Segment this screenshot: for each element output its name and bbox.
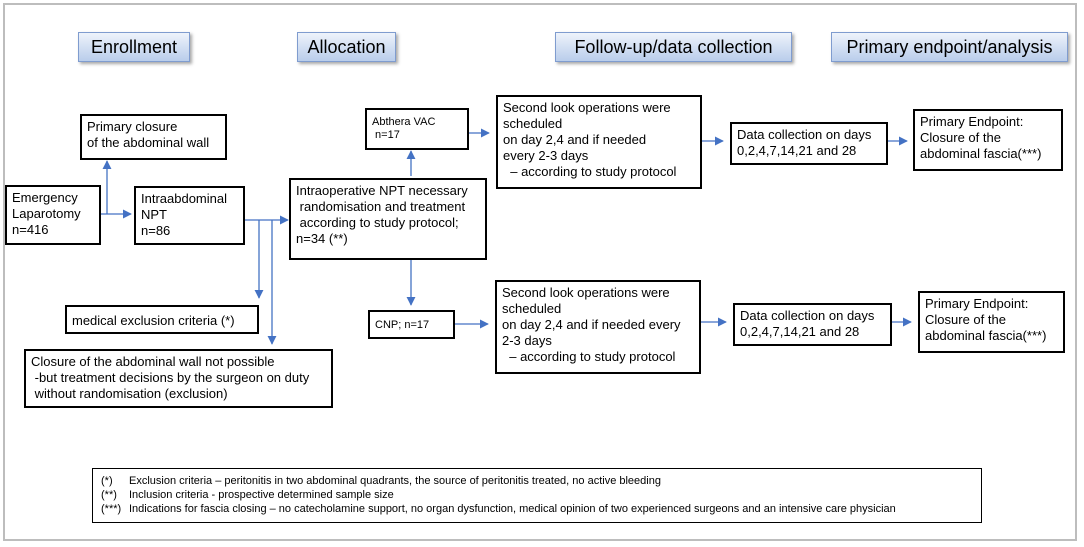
box-line: – according to study protocol [502, 349, 676, 364]
box-line: scheduled [502, 301, 562, 316]
box-line: Intraoperative NPT necessary [296, 183, 468, 198]
box-line: Closure of the abdominal wall not possib… [31, 354, 275, 369]
footnote-text: Exclusion criteria – peritonitis in two … [129, 475, 661, 487]
box-line: 0,2,4,7,14,21 and 28 [740, 324, 860, 339]
box-closure-not-possible: Closure of the abdominal wall not possib… [24, 349, 333, 408]
footnote-marker: (*) [101, 475, 113, 487]
box-line: without randomisation (exclusion) [31, 386, 228, 401]
box-line: medical exclusion criteria (*) [72, 313, 235, 328]
box-line: Emergency [12, 190, 78, 205]
footnote-row-1: (*) Exclusion criteria – peritonitis in t… [101, 474, 973, 488]
diagram-frame [3, 3, 1077, 541]
header-enrollment: Enrollment [78, 32, 190, 62]
box-line: Closure of the [920, 130, 1001, 145]
box-medical-exclusion: medical exclusion criteria (*) [65, 305, 259, 334]
box-line: n=34 (**) [296, 231, 348, 246]
footnote-text: Indications for fascia closing – no cate… [129, 503, 896, 515]
box-line: Primary Endpoint: [920, 114, 1024, 129]
box-line: Closure of the [925, 312, 1006, 327]
box-line: Data collection on days [737, 127, 872, 142]
footnote-row-3: (***) Indications for fascia closing – no… [101, 502, 973, 516]
box-line: Second look operations were [503, 100, 671, 115]
box-line: abdominal fascia(***) [920, 146, 1042, 161]
footnote-text: Inclusion criteria - prospective determi… [129, 489, 394, 501]
box-line: on day 2,4 and if needed [503, 132, 647, 147]
box-line: every 2-3 days [503, 148, 589, 163]
footnote-marker: (**) [101, 489, 117, 501]
box-line: Primary Endpoint: [925, 296, 1029, 311]
box-line: scheduled [503, 116, 563, 131]
box-line: randomisation and treatment [296, 199, 466, 214]
box-line: 0,2,4,7,14,21 and 28 [737, 143, 857, 158]
footnote-marker: (***) [101, 503, 122, 515]
box-line: on day 2,4 and if needed every [502, 317, 681, 332]
box-line: n=416 [12, 222, 49, 237]
box-abthera-vac: Abthera VAC n=17 [365, 108, 469, 150]
box-line: NPT [141, 207, 167, 222]
box-line: n=86 [141, 223, 171, 238]
footnote-row-2: (**) Inclusion criteria - prospective det… [101, 488, 973, 502]
box-line: abdominal fascia(***) [925, 328, 1047, 343]
header-endpoint: Primary endpoint/analysis [831, 32, 1068, 62]
box-line: Abthera VAC [372, 116, 436, 128]
footnote-legend: (*) Exclusion criteria – peritonitis in t… [92, 468, 982, 523]
header-allocation: Allocation [297, 32, 396, 62]
box-line: of the abdominal wall [87, 135, 210, 150]
box-line: Second look operations were [502, 285, 670, 300]
box-line: Data collection on days [740, 308, 875, 323]
box-line: Intraabdominal [141, 191, 227, 206]
box-line: – according to study protocol [503, 164, 677, 179]
box-line: CNP; n=17 [375, 319, 430, 331]
box-line: n=17 [372, 129, 400, 141]
box-line: Laparotomy [12, 206, 81, 221]
box-cnp: CNP; n=17 [368, 310, 455, 339]
box-line: according to study protocol; [296, 215, 459, 230]
box-intraoperative-npt: Intraoperative NPT necessary randomisati… [289, 178, 487, 260]
header-followup: Follow-up/data collection [555, 32, 792, 62]
box-line: Primary closure [87, 119, 178, 134]
box-line: 2-3 days [502, 333, 552, 348]
box-line: -but treatment decisions by the surgeon … [31, 370, 310, 385]
